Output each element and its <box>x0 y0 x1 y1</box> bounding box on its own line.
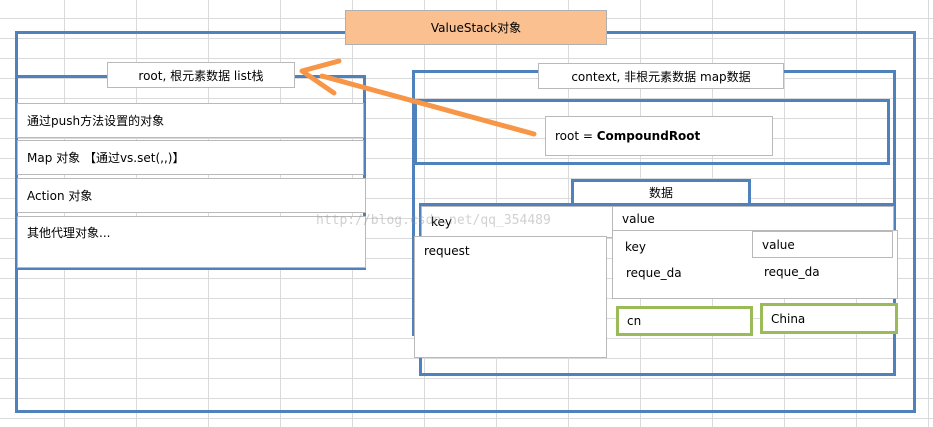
context-section-header: context, 非根元素数据 map数据 <box>538 63 784 89</box>
root-item-proxy-objects: 其他代理对象... <box>17 216 366 268</box>
root-item-push-objects: 通过push方法设置的对象 <box>17 103 364 138</box>
data-map-header: 数据 <box>571 179 751 206</box>
valuestack-title: ValueStack对象 <box>345 10 607 45</box>
inner-value-item: reque_da <box>764 265 820 279</box>
value-header-cell: value <box>612 206 894 232</box>
green-value-china: China <box>760 303 898 334</box>
compound-root-ref: root = CompoundRoot <box>545 116 773 156</box>
key-label: key <box>431 215 453 229</box>
root-item-action-object: Action 对象 <box>17 178 366 213</box>
key-column: key <box>421 206 613 238</box>
root-section-header: root, 根元素数据 list栈 <box>107 62 295 88</box>
root-item-map-object: Map 对象 【通过vs.set(,,)】 <box>17 140 364 175</box>
green-key-cn: cn <box>616 306 753 336</box>
compound-root-value: CompoundRoot <box>596 129 701 143</box>
inner-key-item: reque_da <box>626 266 682 280</box>
key-request: request <box>424 244 470 258</box>
key-request-cell: request <box>414 236 607 358</box>
compound-root-prefix: root = <box>555 129 597 143</box>
inner-value-label: value <box>752 231 893 258</box>
inner-key-label: key <box>625 240 647 254</box>
